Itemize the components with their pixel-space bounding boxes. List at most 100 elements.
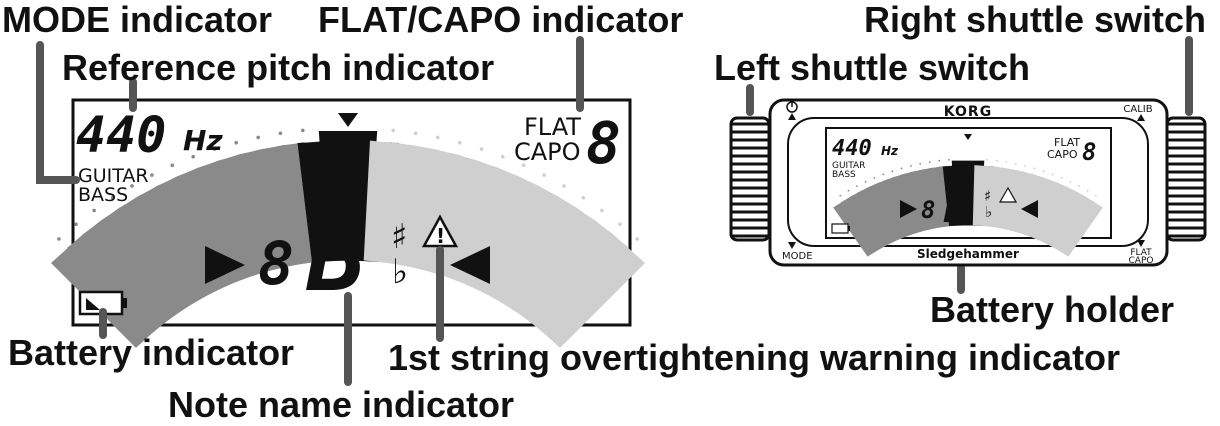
device-warning-icon — [998, 186, 1018, 203]
meter-dot — [581, 195, 586, 200]
meter-dot — [391, 128, 396, 133]
warning-mark: ! — [436, 224, 445, 248]
battery-indicator-label: Battery indicator — [8, 332, 295, 373]
meter-dot — [301, 128, 305, 133]
meter-dot — [928, 161, 931, 164]
device-mode-guitar: GUITAR — [832, 161, 865, 171]
capo-label: CAPO — [514, 138, 581, 166]
meter-dot — [986, 158, 989, 161]
meter-dot — [130, 184, 134, 188]
device-capo-label: CAPO — [1129, 256, 1154, 266]
device-flat-indicator: FLAT — [1054, 136, 1080, 149]
device-battery-icon — [831, 223, 850, 234]
mode-leader-line — [36, 41, 80, 184]
flat-sign: ♭ — [392, 252, 408, 292]
meter-dot — [882, 173, 885, 176]
meter-dot — [864, 180, 867, 183]
device-pitch-unit: Hz — [881, 144, 899, 158]
mode-guitar-label: GUITAR — [78, 165, 149, 187]
meter-dot — [436, 135, 440, 140]
sharp-arrow-right-icon — [450, 246, 490, 284]
meter-dot — [919, 162, 922, 165]
meter-dot — [479, 147, 484, 151]
meter-dot — [458, 140, 462, 145]
right-shuttle-switch[interactable] — [1165, 116, 1207, 242]
left-shuttle-switch-label: Left shuttle switch — [714, 47, 1031, 88]
meter-dot — [110, 195, 115, 200]
meter-dot — [150, 173, 154, 177]
meter-dot — [1094, 194, 1097, 197]
meter-dot — [542, 173, 546, 177]
device-note-big: B — [943, 186, 968, 232]
meter-dot — [256, 135, 261, 140]
flat-arrow-left-icon — [205, 246, 245, 284]
device-capo-indicator: CAPO — [1047, 148, 1078, 161]
mode-bass-label: BASS — [78, 184, 128, 206]
meter-dot — [212, 147, 217, 151]
meter-dot — [618, 222, 622, 227]
device-model-name: Sledgehammer — [917, 247, 1019, 261]
power-up-arrow-icon — [788, 113, 796, 120]
device-right-arrow-icon — [1021, 200, 1038, 218]
meter-dot — [947, 158, 950, 161]
note-big-letter: B — [306, 200, 366, 314]
device-center-pointer-icon — [964, 134, 972, 140]
meter-dot — [1005, 161, 1008, 164]
meter-dot — [562, 184, 566, 188]
meter-dot — [1014, 162, 1017, 165]
meter-dot — [873, 177, 876, 179]
meter-dot — [938, 159, 941, 162]
meter-segment — [536, 233, 645, 348]
note-small-digit: 8 — [258, 229, 294, 299]
meter-dot — [856, 185, 858, 188]
sharp-sign: ♯ — [391, 217, 407, 257]
device-flat-label: FLAT — [1130, 248, 1152, 258]
meter-dot — [1033, 167, 1036, 170]
flat-capo-digit: 8 — [586, 109, 621, 177]
mode-indicator-label: MODE indicator — [2, 0, 273, 40]
device-sharp: ♯ — [984, 187, 991, 205]
meter-dot — [900, 167, 903, 170]
tuning-meter — [51, 128, 645, 348]
battery-holder-label: Battery holder — [930, 289, 1175, 330]
meter-dot — [501, 154, 505, 159]
device-note-small: 8 — [921, 196, 935, 224]
reference-pitch-indicator-label: Reference pitch indicator — [62, 47, 495, 88]
meter-dot — [1078, 185, 1080, 188]
device-flat-sign: ♭ — [985, 203, 992, 221]
meter-dot — [1024, 165, 1026, 167]
meter-dot — [910, 165, 912, 167]
device-pitch-value: 440 — [832, 136, 872, 161]
warning-indicator-label: 1st string overtightening warning indica… — [388, 337, 1121, 378]
meter-dot — [1042, 170, 1045, 173]
left-shuttle-switch[interactable] — [729, 116, 771, 242]
device-mode-label: MODE — [782, 251, 813, 262]
meter-dot — [191, 154, 195, 159]
note-name-indicator-label: Note name indicator — [168, 384, 515, 425]
meter-dot — [600, 208, 604, 213]
meter-dot — [170, 163, 175, 168]
mode-down-arrow-icon — [788, 242, 796, 249]
right-shuttle-switch-label: Right shuttle switch — [864, 0, 1206, 40]
device-left-arrow-icon — [900, 200, 917, 218]
meter-segment — [1052, 194, 1103, 257]
device-calib-label: CALIB — [1123, 104, 1152, 115]
meter-dot — [891, 170, 894, 173]
meter-dot — [995, 159, 998, 162]
meter-dot — [1051, 173, 1054, 176]
meter-dot — [57, 237, 61, 241]
meter-dot — [1060, 177, 1063, 179]
device-brand: KORG — [944, 104, 992, 120]
reference-pitch-unit: Hz — [183, 124, 223, 157]
meter-dot — [278, 131, 283, 136]
meter-dot — [839, 194, 842, 197]
device-mode-bass: BASS — [832, 170, 856, 180]
flat-down-arrow-icon — [1137, 240, 1145, 247]
meter-dot — [1086, 189, 1089, 192]
meter-dot — [847, 189, 850, 192]
meter-dot — [635, 237, 639, 241]
reference-pitch-value: 440 — [76, 106, 166, 164]
flat-label: FLAT — [524, 113, 581, 141]
meter-dot — [92, 208, 96, 213]
